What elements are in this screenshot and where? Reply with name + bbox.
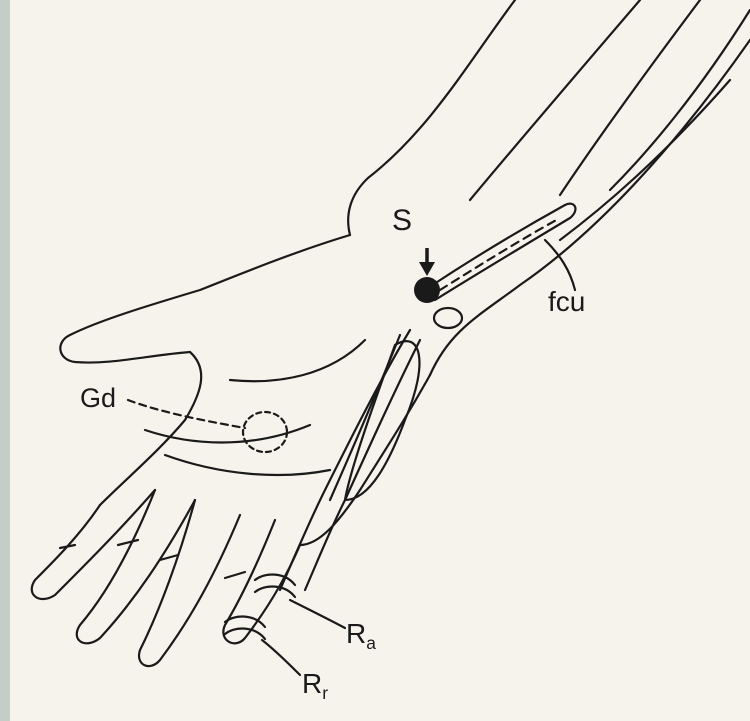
label-ra-main: R	[346, 618, 366, 649]
label-ra-sub: a	[366, 633, 376, 653]
label-s: S	[392, 206, 412, 236]
label-rr-main: R	[302, 668, 322, 699]
label-rr: Rr	[302, 670, 328, 702]
label-rr-sub: r	[322, 683, 328, 703]
label-fcu: fcu	[548, 288, 585, 316]
label-ra: Ra	[346, 620, 376, 652]
label-gd: Gd	[80, 385, 116, 412]
page-border	[0, 0, 10, 721]
pressure-point-dot	[414, 277, 440, 303]
